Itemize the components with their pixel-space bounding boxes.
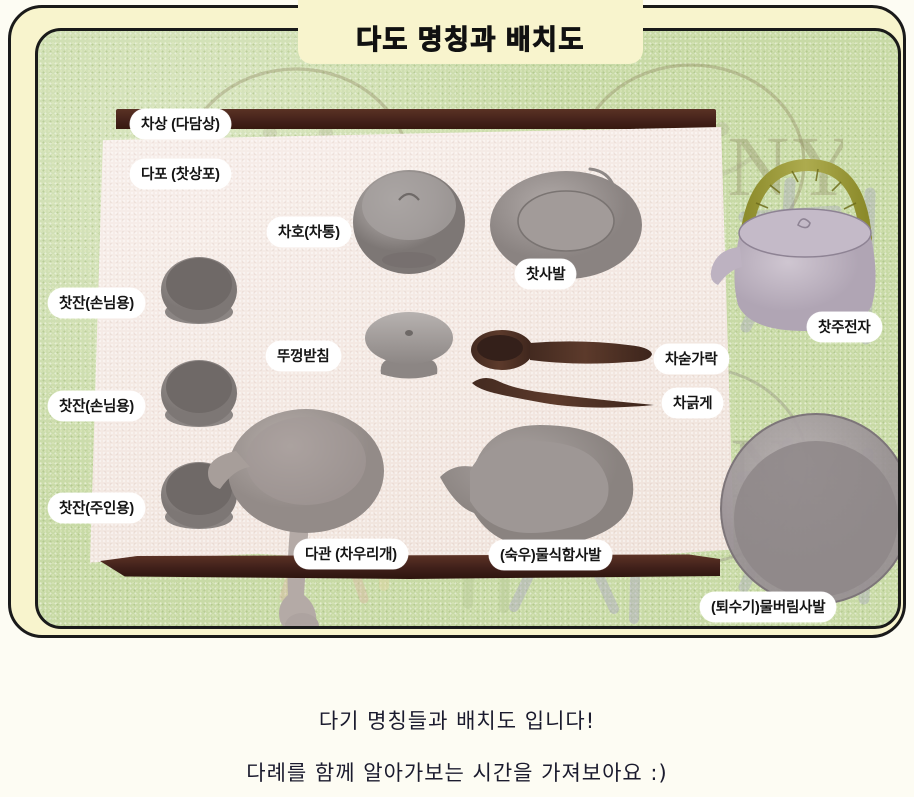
caption-line-2: 다례를 함께 알아가보는 시간을 가져보아요 :): [246, 761, 668, 785]
label-toesugi[interactable]: (퇴수기)물버림사발: [700, 592, 837, 622]
kettle-chatjujeonja: [710, 158, 876, 331]
tea-spoon-chasutgarak: [471, 330, 652, 370]
tea-table-bottom-rail: [100, 554, 720, 579]
label-chasang[interactable]: 차상 (다담상): [130, 109, 231, 139]
lid-rest-vessel: [365, 312, 453, 379]
tea-caddy-vessel: [353, 170, 465, 274]
teacup-guest-2: [161, 360, 237, 427]
cooling-bowl-sugu: [440, 425, 634, 548]
poster-outer-card: GANY GANY: [8, 0, 906, 638]
title-banner: 다도 명칭과 배치도: [298, 0, 643, 64]
caption-line-1: 다기 명칭들과 배치도 입니다!: [318, 709, 596, 733]
label-chatjan-guest-2[interactable]: 찻잔(손님용): [48, 391, 145, 421]
label-ttukkeongbatchim[interactable]: 뚜껑받침: [266, 341, 341, 371]
waste-bowl-toesugi: [720, 413, 898, 605]
label-chatjan-host[interactable]: 찻잔(주인용): [48, 493, 145, 523]
label-sugu[interactable]: (숙우)물식함사발: [489, 540, 613, 570]
label-chatjan-guest-1[interactable]: 찻잔(손님용): [48, 288, 145, 318]
page-title: 다도 명칭과 배치도: [356, 24, 585, 55]
label-chasutgarak[interactable]: 차숟가락: [654, 344, 729, 374]
label-dapo[interactable]: 다포 (찻상포): [130, 159, 231, 189]
tea-bowl-chasabal: [490, 167, 642, 279]
diagram-board: GANY GANY: [35, 28, 901, 629]
brewing-pot-dagwan: [208, 409, 384, 626]
label-dagwan[interactable]: 다관 (차우리개): [294, 539, 408, 569]
tea-scraper-chageumge: [472, 377, 654, 408]
tea-table-top-rail: [116, 109, 716, 129]
label-chasabal[interactable]: 찻사발: [515, 259, 577, 289]
label-chatjujeonja[interactable]: 찻주전자: [807, 312, 882, 342]
teacup-guest-1: [161, 257, 237, 324]
label-chageumge[interactable]: 차긁게: [662, 388, 724, 418]
label-chaho[interactable]: 차호(차통): [267, 217, 351, 247]
